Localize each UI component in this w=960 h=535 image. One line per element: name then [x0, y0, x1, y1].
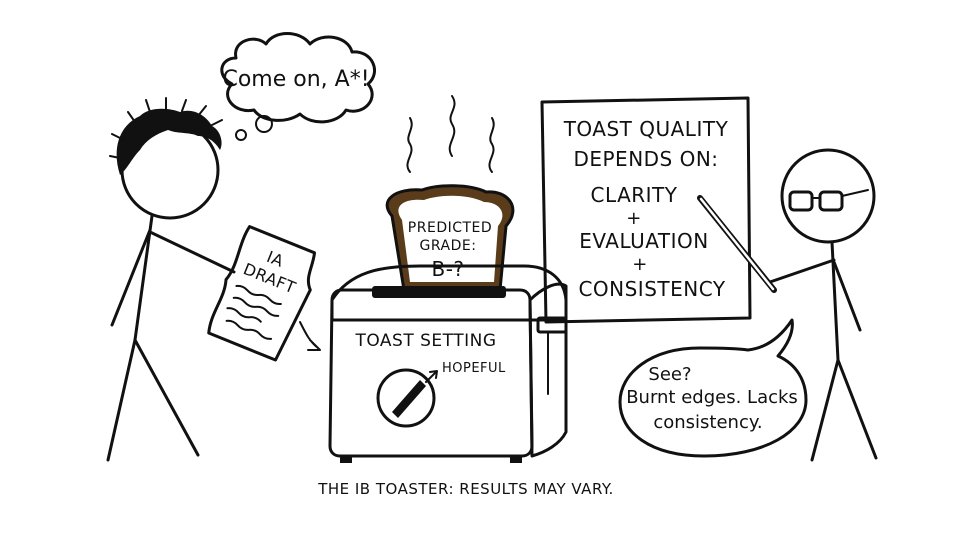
toaster: TOAST SETTING HOPEFUL — [328, 264, 568, 463]
draft-arrow — [299, 321, 321, 351]
teacher-other-arm — [832, 260, 862, 332]
dial-pointer-arrow — [425, 370, 438, 383]
teacher-right-leg — [836, 358, 878, 460]
poster-plus-1: + — [626, 208, 642, 229]
teacher-head — [780, 148, 876, 244]
speech-bubble: See? Burnt edges. Lacks consistency. — [618, 318, 808, 458]
toaster-slot — [372, 286, 506, 298]
dial-value-label: HOPEFUL — [442, 361, 506, 376]
poster-item-evaluation: EVALUATION — [579, 229, 708, 253]
comic-caption: THE IB TOASTER: RESULTS MAY VARY. — [317, 480, 614, 498]
poster-item-clarity: CLARITY — [591, 183, 678, 207]
poster-item-consistency: CONSISTENCY — [578, 277, 725, 301]
teacher-pointing-arm — [768, 258, 836, 284]
student-body — [133, 214, 154, 342]
poster-title-line1: TOAST QUALITY — [563, 117, 729, 141]
toast-slice: PREDICTED GRADE: B-? — [385, 184, 515, 292]
poster: TOAST QUALITY DEPENDS ON: CLARITY + EVAL… — [540, 96, 752, 324]
toast-text-value: B-? — [431, 257, 464, 281]
speech-line2: Burnt edges. Lacks — [626, 387, 798, 408]
speech-line1: See? — [648, 364, 691, 385]
thought-bubble: Come on, A*! — [220, 32, 376, 141]
thought-dot-small — [235, 129, 247, 141]
draft-label-ia: IA — [264, 247, 287, 271]
teacher-left-leg — [810, 358, 840, 462]
poster-title-line2: DEPENDS ON: — [573, 147, 718, 171]
toaster-foot-left — [340, 456, 352, 463]
toaster-dial — [376, 368, 436, 428]
toast-text-predicted: PREDICTED — [408, 220, 492, 236]
thought-dot-large — [255, 115, 273, 133]
toaster-lever — [536, 316, 568, 334]
glasses-icon — [788, 189, 869, 212]
speech-line3: consistency. — [653, 412, 762, 433]
teacher-figure — [697, 148, 878, 462]
toast-text-grade: GRADE: — [420, 238, 477, 254]
steam-lines — [406, 95, 495, 173]
poster-plus-2: + — [632, 254, 648, 275]
student-figure — [106, 97, 236, 462]
student-left-arm — [110, 228, 152, 327]
thought-text: Come on, A*! — [222, 67, 369, 92]
student-right-leg — [133, 338, 200, 457]
student-left-leg — [106, 338, 137, 462]
student-right-arm — [148, 230, 236, 274]
student-head — [120, 120, 220, 220]
ia-draft-paper: IA DRAFT — [207, 225, 317, 362]
toast-setting-label: TOAST SETTING — [354, 331, 496, 351]
dial-knob — [392, 380, 426, 418]
student-hair — [116, 108, 222, 175]
toaster-foot-right — [510, 456, 522, 463]
